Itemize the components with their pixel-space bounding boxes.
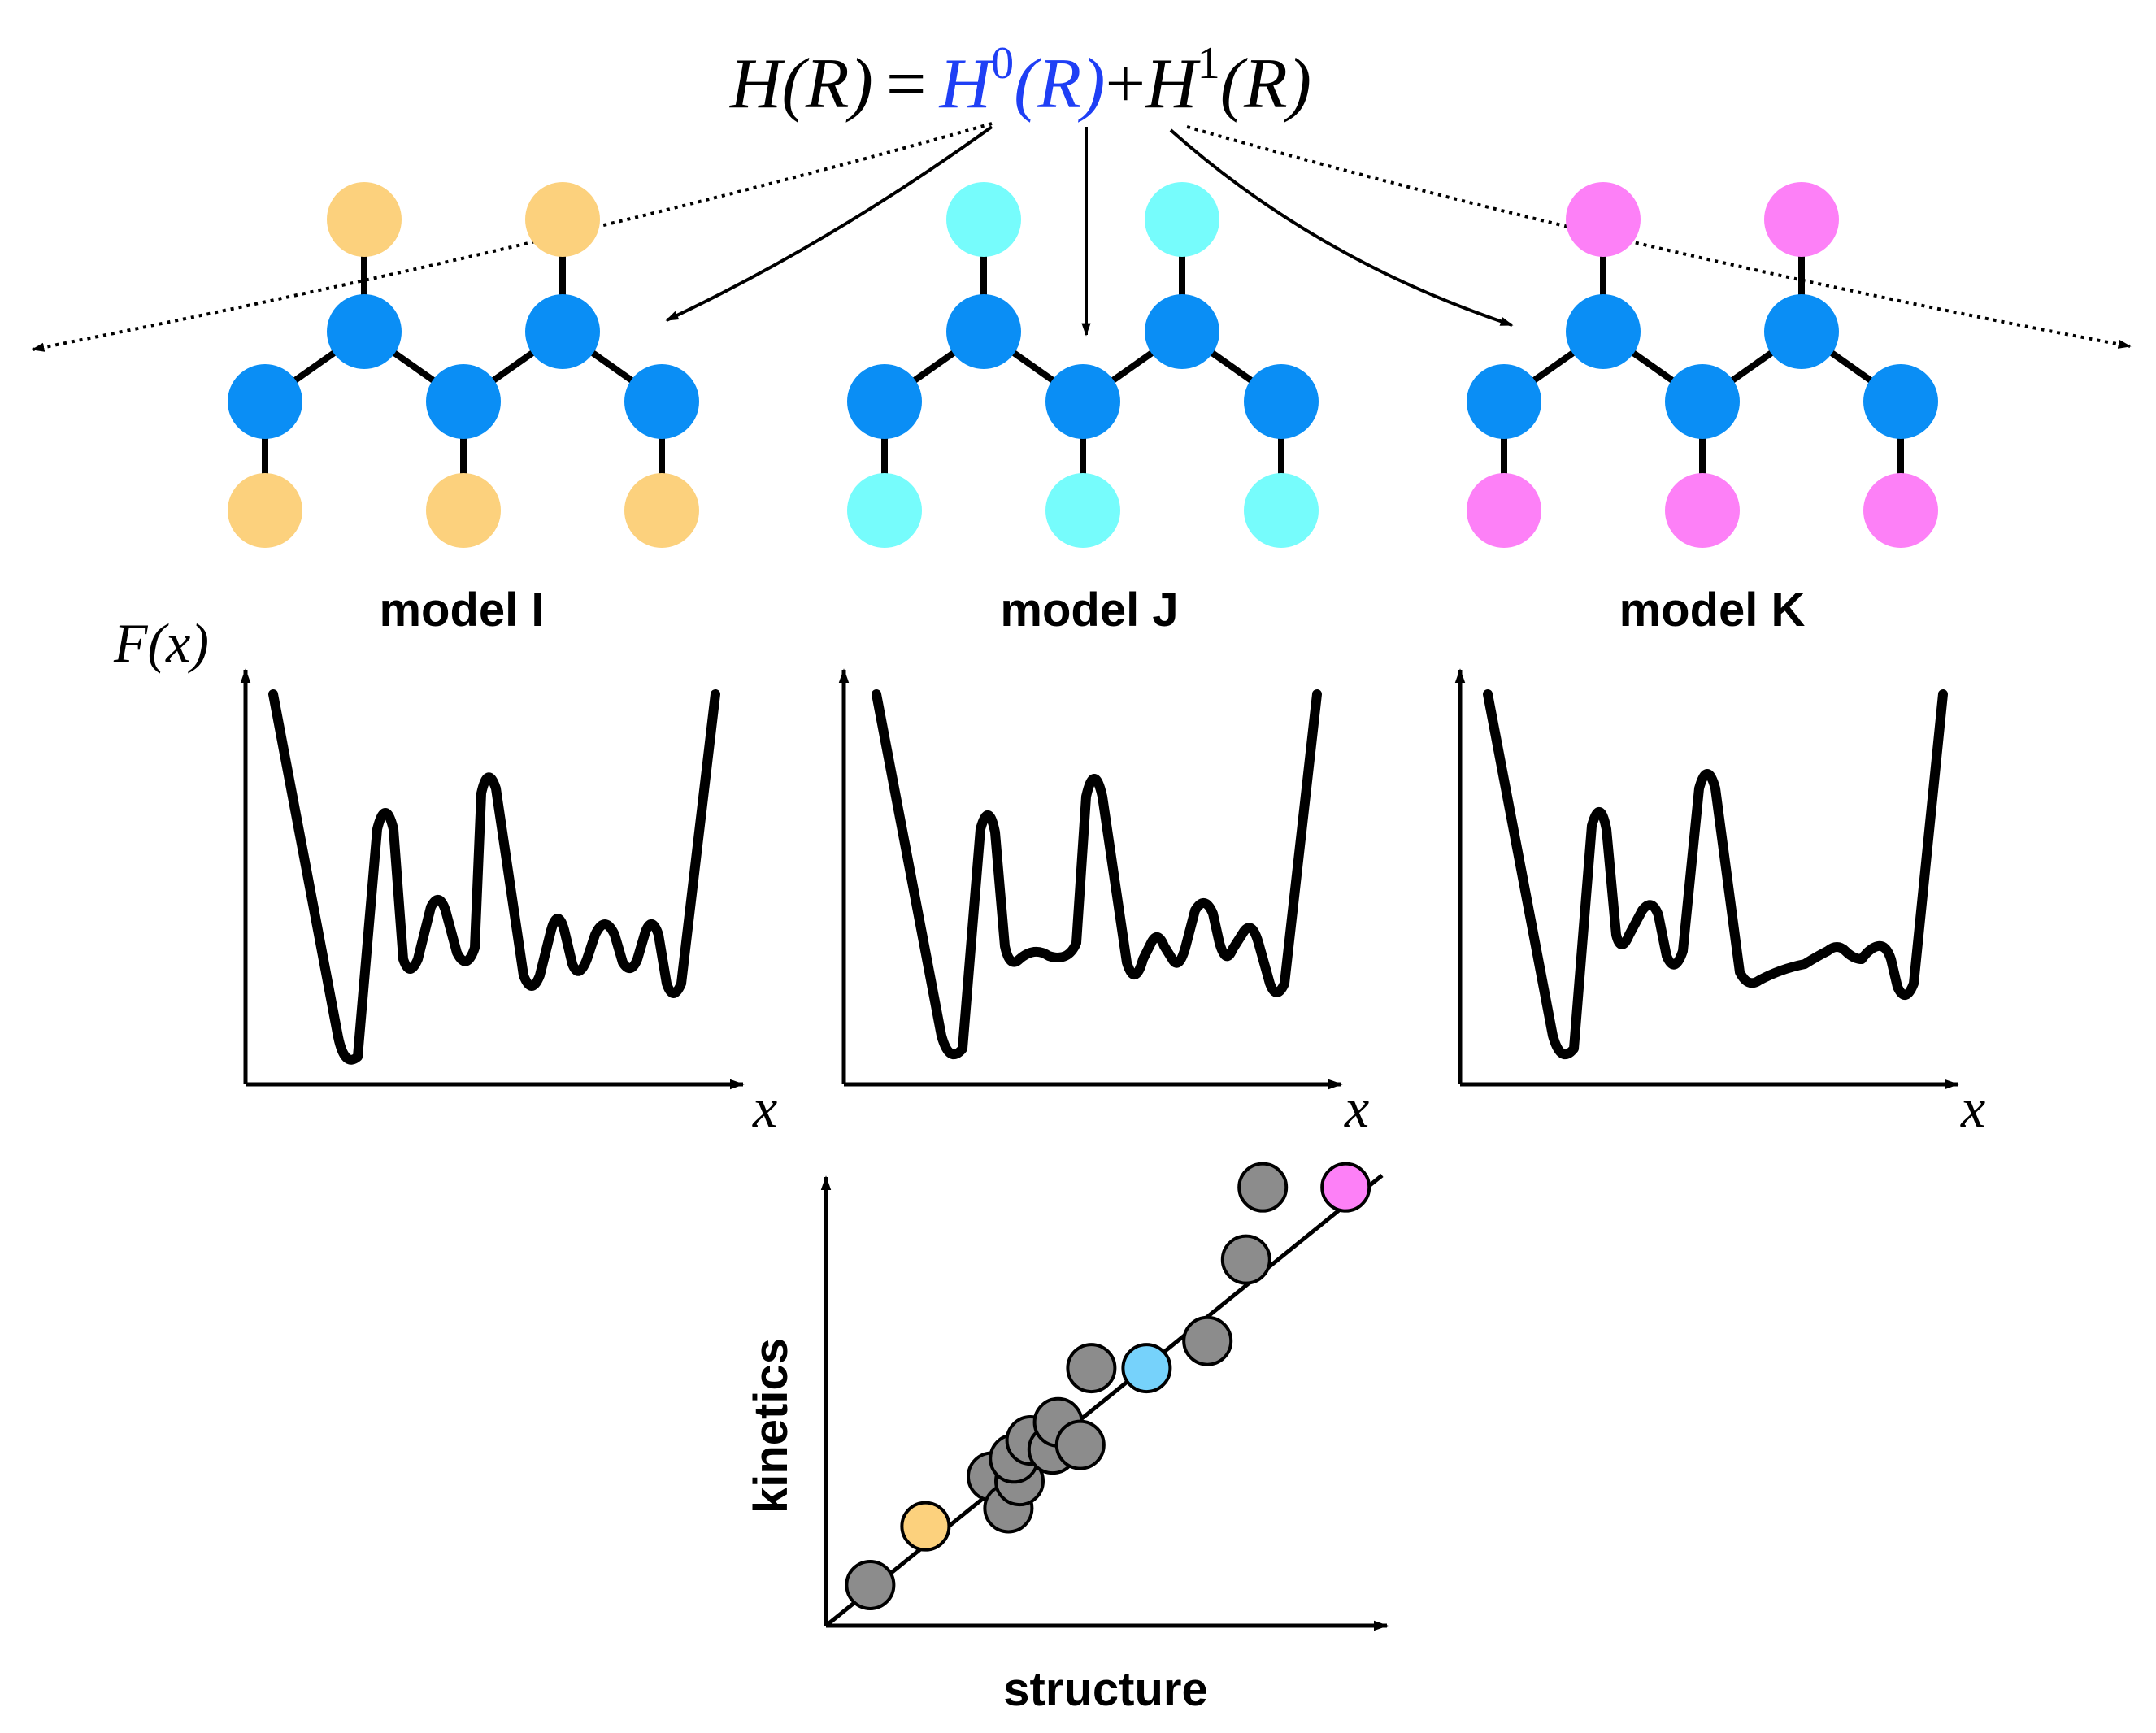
terminal-bead bbox=[624, 473, 699, 548]
equation-plus: + bbox=[1106, 45, 1146, 124]
scatter-point bbox=[1220, 1234, 1271, 1285]
scatter-trend-line bbox=[824, 1174, 1384, 1627]
scatter-point bbox=[845, 1559, 896, 1610]
model-i-x-label: x bbox=[752, 1077, 777, 1139]
terminal-bead bbox=[1045, 473, 1120, 548]
model-j-label: model J bbox=[1000, 584, 1178, 636]
scatter-ylabel: kinetics bbox=[745, 1338, 798, 1514]
free-energy-curves bbox=[268, 689, 1948, 1065]
terminal-bead bbox=[1467, 473, 1541, 548]
backbone-bead bbox=[847, 364, 922, 439]
scatter-point bbox=[1121, 1343, 1172, 1394]
terminal-bead bbox=[525, 182, 600, 257]
backbone-bead bbox=[1467, 364, 1541, 439]
free-energy-axes bbox=[240, 668, 1959, 1090]
scatter-point bbox=[1066, 1343, 1117, 1394]
model-i-molecule bbox=[228, 182, 699, 548]
equation-equals: = bbox=[886, 45, 927, 124]
dotted-arrow-left bbox=[31, 122, 993, 352]
backbone-bead bbox=[624, 364, 699, 439]
terminal-bead bbox=[1764, 182, 1839, 257]
model-k-label: model K bbox=[1619, 584, 1806, 636]
model-k-x-label: x bbox=[1960, 1077, 1985, 1139]
scatter-point bbox=[1320, 1162, 1371, 1213]
scatter-point bbox=[1237, 1162, 1289, 1213]
terminal-bead bbox=[228, 473, 302, 548]
equation-lhs: H(R) bbox=[729, 45, 873, 124]
equation-h1-argument: (R) bbox=[1220, 45, 1311, 124]
model-i-label: model I bbox=[379, 584, 544, 636]
equation-h0-superscript: 0 bbox=[991, 38, 1014, 89]
scatter-xlabel: structure bbox=[1003, 1663, 1207, 1716]
backbone-bead bbox=[426, 364, 501, 439]
arrow-to-model-k bbox=[1169, 128, 1514, 327]
scatter-axes bbox=[820, 1175, 1389, 1631]
arrow-to-model-i bbox=[665, 125, 993, 322]
backbone-bead bbox=[1145, 294, 1219, 369]
terminal-bead bbox=[426, 473, 501, 548]
terminal-bead bbox=[327, 182, 402, 257]
scatter-points bbox=[845, 1162, 1371, 1610]
model-k-free-energy-curve bbox=[1483, 689, 1948, 1060]
backbone-bead bbox=[1863, 364, 1938, 439]
model-i-free-energy-curve bbox=[268, 689, 720, 1065]
equation-h1: H bbox=[1145, 45, 1201, 124]
backbone-bead bbox=[946, 294, 1021, 369]
molecules bbox=[228, 182, 1938, 548]
equation-h0: H bbox=[939, 45, 995, 124]
model-k-molecule bbox=[1467, 182, 1938, 548]
terminal-bead bbox=[1244, 473, 1319, 548]
backbone-bead bbox=[525, 294, 600, 369]
backbone-bead bbox=[1566, 294, 1641, 369]
backbone-bead bbox=[327, 294, 402, 369]
terminal-bead bbox=[946, 182, 1021, 257]
equation-h0-argument: (R) bbox=[1014, 45, 1105, 124]
free-energy-ylabel: F(x) bbox=[113, 612, 209, 674]
backbone-bead bbox=[1665, 364, 1740, 439]
hamiltonian-equation: H(R)=H0(R)+H1(R) bbox=[729, 38, 1311, 124]
backbone-bead bbox=[1764, 294, 1839, 369]
backbone-bead bbox=[1045, 364, 1120, 439]
terminal-bead bbox=[1665, 473, 1740, 548]
dotted-arrow-right bbox=[1186, 125, 2132, 349]
terminal-bead bbox=[1145, 182, 1219, 257]
model-j-molecule bbox=[847, 182, 1319, 548]
model-j-free-energy-curve bbox=[872, 689, 1322, 1060]
equation-h1-superscript: 1 bbox=[1198, 38, 1220, 89]
scatter-point bbox=[1182, 1315, 1233, 1366]
backbone-bead bbox=[1244, 364, 1319, 439]
scatter-point bbox=[900, 1501, 951, 1552]
backbone-bead bbox=[228, 364, 302, 439]
terminal-bead bbox=[1566, 182, 1641, 257]
terminal-bead bbox=[1863, 473, 1938, 548]
scatter-point bbox=[1054, 1419, 1106, 1470]
terminal-bead bbox=[847, 473, 922, 548]
model-j-x-label: x bbox=[1344, 1077, 1369, 1139]
